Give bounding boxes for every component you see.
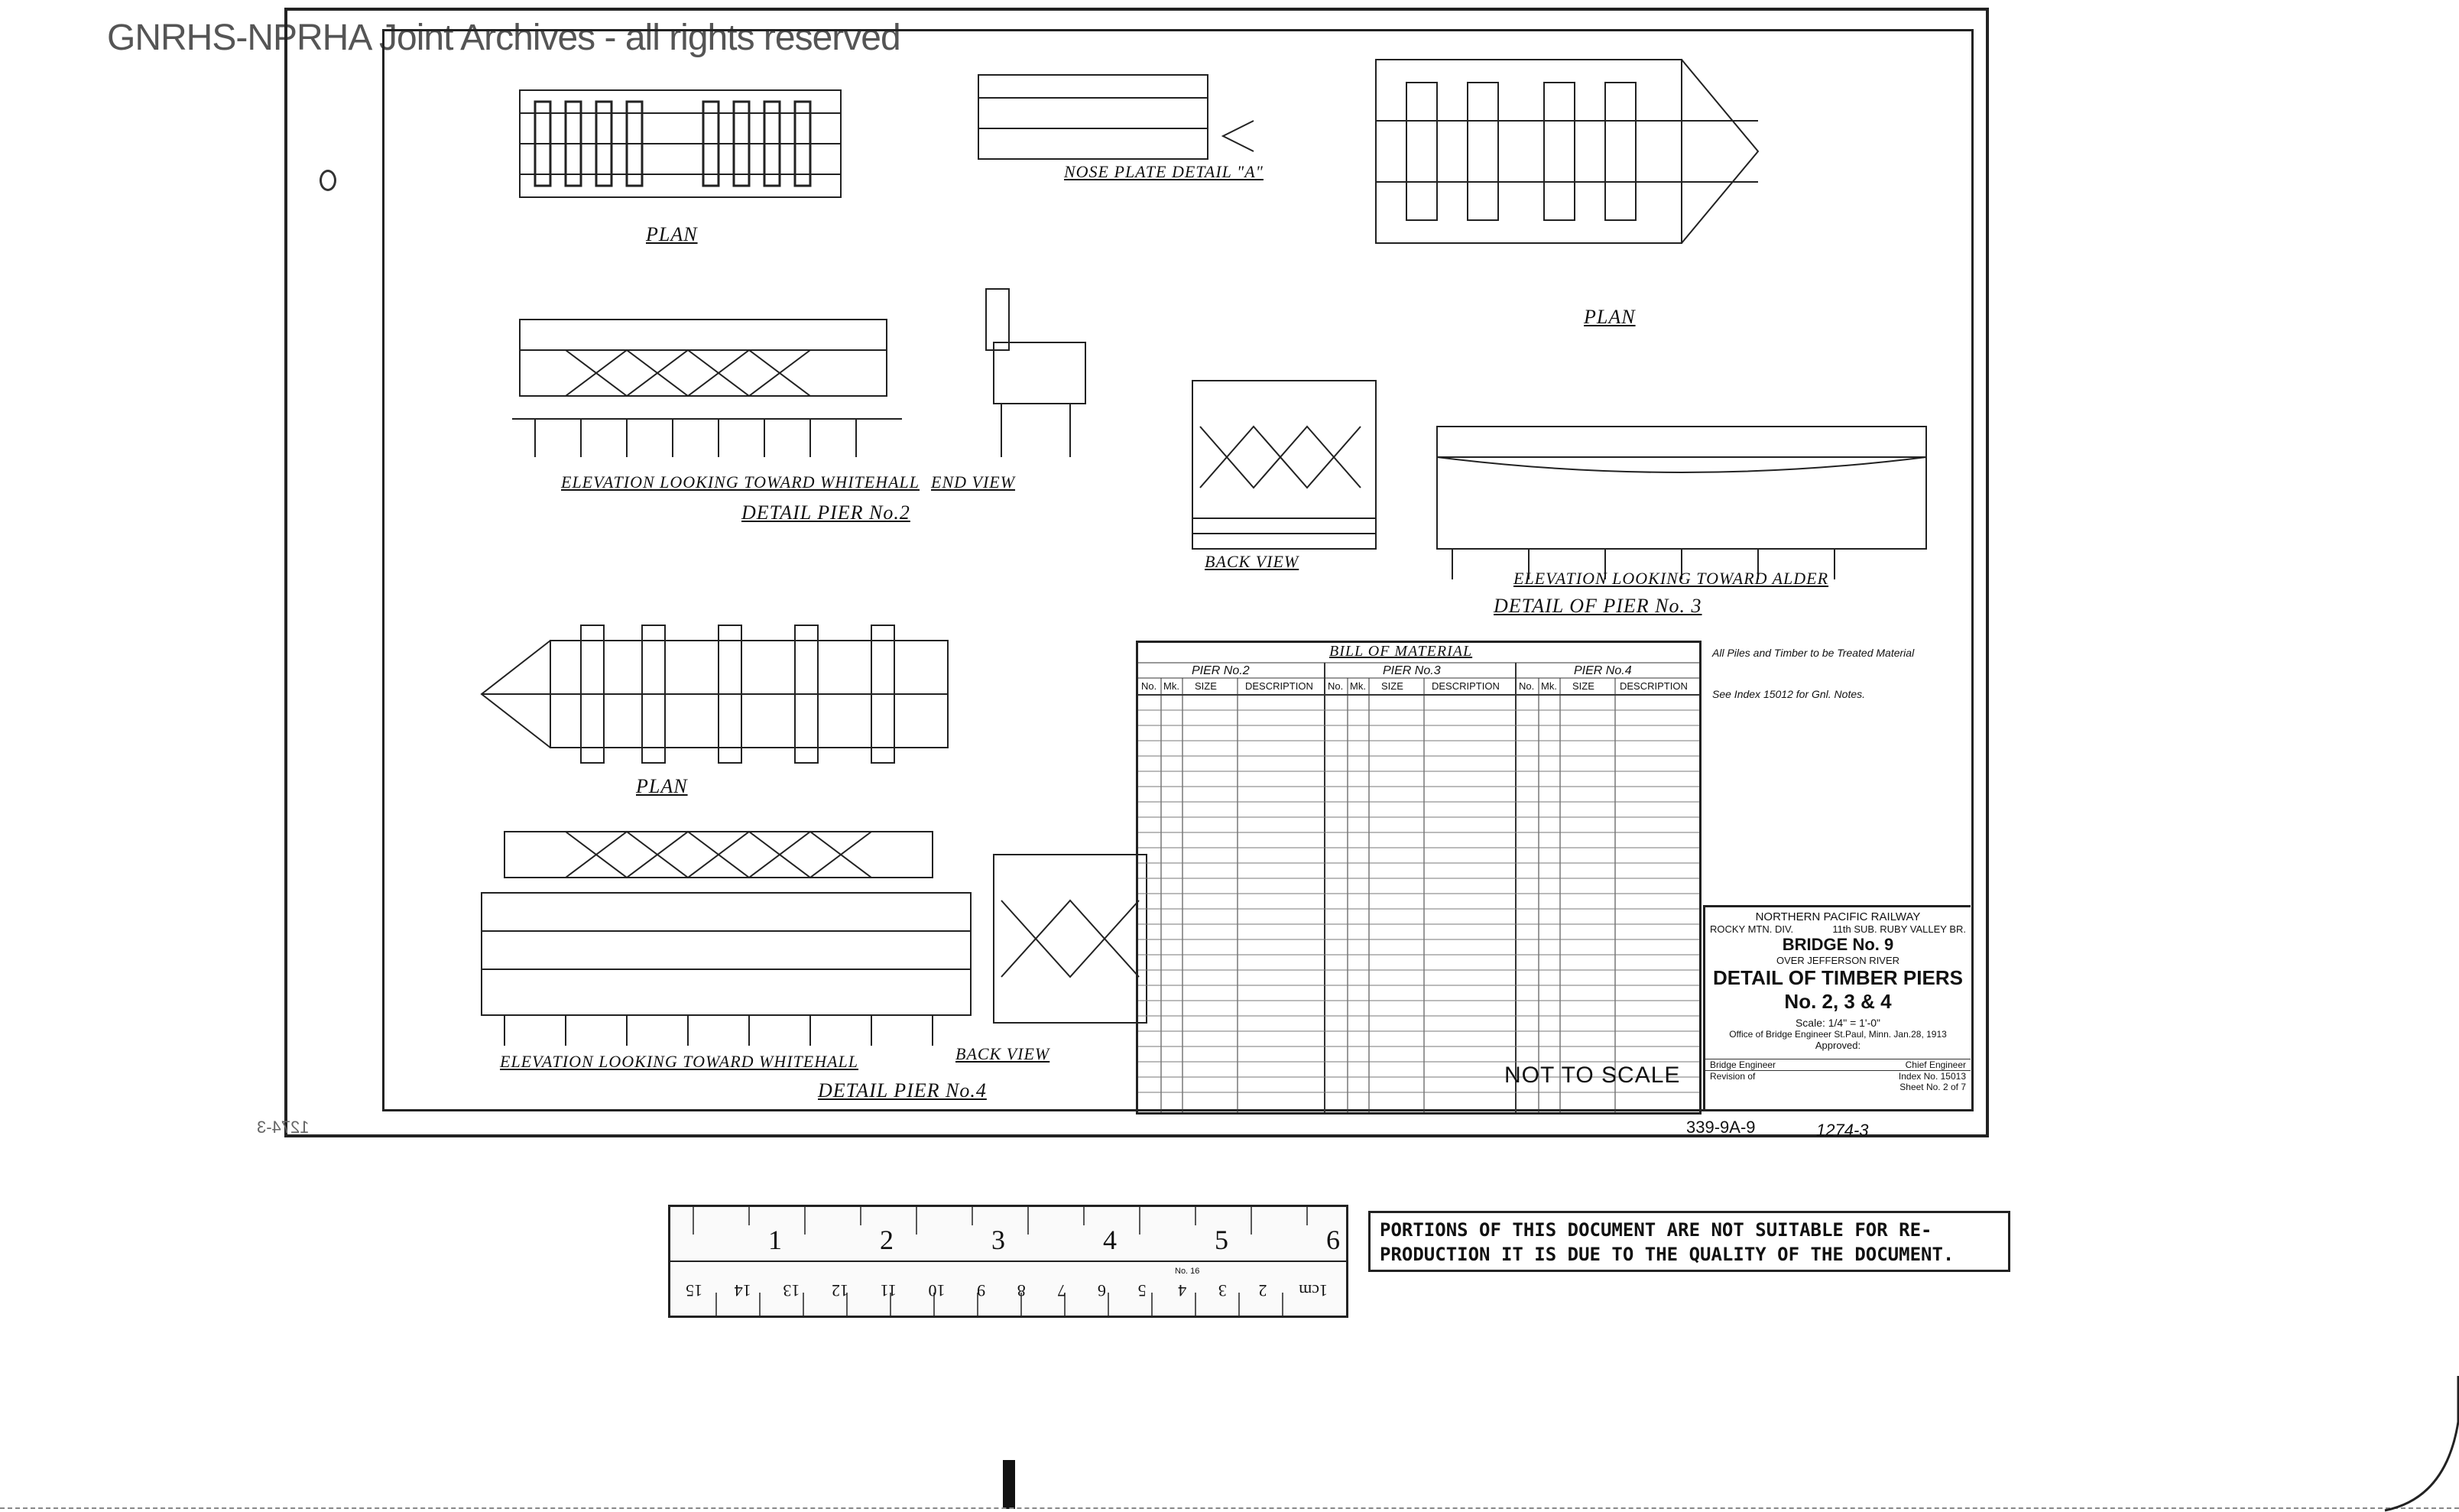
note-treated-material: All Piles and Timber to be Treated Mater… <box>1712 647 1915 659</box>
drawing-number: 339-9A-9 <box>1686 1118 1756 1137</box>
bridge-number: BRIDGE No. 9 <box>1782 935 1894 954</box>
scale-ruler: 1 2 3 4 5 6 No. 16 1cm 2 3 4 5 6 7 8 9 1… <box>668 1205 1348 1318</box>
note-general-notes: See Index 15012 for Gnl. Notes. <box>1712 688 1866 700</box>
detail-pier2-label: DETAIL PIER No.2 <box>741 501 910 524</box>
drawing-title: DETAIL OF TIMBER PIERS <box>1713 966 1963 989</box>
plan-label-pier4: PLAN <box>636 775 688 797</box>
bill-of-material-table: BILL OF MATERIAL PIER No.2 PIER No.3 PIE… <box>1136 641 1702 1115</box>
mirrored-drawing-number: 1274-3 <box>257 1118 310 1137</box>
bom-col-size: SIZE <box>1572 680 1594 692</box>
bom-col-size: SIZE <box>1381 680 1403 692</box>
drawing-piers: No. 2, 3 & 4 <box>1784 990 1892 1013</box>
index-number: Index No. 15013 <box>1898 1071 1966 1082</box>
division: ROCKY MTN. DIV. <box>1710 923 1794 935</box>
bom-col-mk: Mk. <box>1163 680 1179 692</box>
ruler-cm-3: 3 <box>1218 1281 1227 1300</box>
bom-col-description: DESCRIPTION <box>1245 680 1313 692</box>
bom-col-size: SIZE <box>1195 680 1217 692</box>
bom-title: BILL OF MATERIAL <box>1329 643 1473 660</box>
bottom-marker <box>1003 1460 1015 1509</box>
reproduction-quality-stamp: PORTIONS OF THIS DOCUMENT ARE NOT SUITAB… <box>1368 1211 2010 1272</box>
detail-pier3-label: DETAIL OF PIER No. 3 <box>1494 595 1702 617</box>
binder-hole-icon <box>320 170 336 191</box>
elevation-label-pier2: ELEVATION LOOKING TOWARD WHITEHALL <box>561 472 920 492</box>
bom-group-pier2: PIER No.2 <box>1192 664 1250 677</box>
ruler-cm-9: 9 <box>977 1281 986 1300</box>
bom-group-pier3: PIER No.3 <box>1383 664 1441 677</box>
bom-group-pier4: PIER No.4 <box>1574 664 1632 677</box>
bom-col-no: No. <box>1519 680 1535 692</box>
back-view-label-pier4: BACK VIEW <box>955 1044 1050 1063</box>
engineering-drawing-linework <box>480 59 1927 1046</box>
detail-pier4-label: DETAIL PIER No.4 <box>818 1079 987 1102</box>
not-to-scale-stamp: NOT TO SCALE <box>1504 1063 1681 1088</box>
bom-col-mk: Mk. <box>1350 680 1366 692</box>
bom-col-no: No. <box>1141 680 1157 692</box>
ruler-cm-15: 15 <box>686 1281 703 1300</box>
drawing-inner-border <box>382 29 1974 1111</box>
division-line: ROCKY MTN. DIV. 11th SUB. RUBY VALLEY BR… <box>1705 923 1971 935</box>
ruler-cm-12: 12 <box>832 1281 849 1300</box>
ruler-cm-11: 11 <box>880 1281 897 1300</box>
ruler-model: No. 16 <box>1175 1267 1200 1276</box>
elevation-label-pier4: ELEVATION LOOKING TOWARD WHITEHALL <box>500 1052 859 1071</box>
drawing-number-secondary: 1274-3 <box>1816 1121 1869 1140</box>
revision-of: Revision of <box>1710 1071 1756 1082</box>
end-view-label: END VIEW <box>931 472 1016 492</box>
ruler-cm-2: 2 <box>1258 1281 1267 1300</box>
title-block: NORTHERN PACIFIC RAILWAY ROCKY MTN. DIV.… <box>1703 905 1971 1111</box>
ruler-cm-14: 14 <box>734 1281 751 1300</box>
plan-label-pier3: PLAN <box>1584 306 1636 328</box>
elevation-label-pier3: ELEVATION LOOKING TOWARD ALDER <box>1513 569 1829 588</box>
ruler-cm-4: 4 <box>1178 1281 1187 1300</box>
bom-col-no: No. <box>1328 680 1344 692</box>
ruler-cm-6: 6 <box>1097 1281 1106 1300</box>
approved-line: Approved: <box>1815 1040 1861 1051</box>
chief-engineer: Chief Engineer <box>1905 1059 1966 1070</box>
ruler-cm-13: 13 <box>783 1281 800 1300</box>
ruler-cm-7: 7 <box>1057 1281 1066 1300</box>
ruler-cm-1: 1cm <box>1299 1281 1328 1300</box>
signature-line: Bridge Engineer Chief Engineer <box>1705 1059 1971 1070</box>
ruler-inch-1: 1 <box>768 1225 782 1255</box>
ruler-inch-2: 2 <box>880 1225 894 1255</box>
bom-grid <box>1138 662 1699 1112</box>
stamp-line-1: PORTIONS OF THIS DOCUMENT ARE NOT SUITAB… <box>1380 1219 1932 1241</box>
ruler-inch-4: 4 <box>1103 1225 1117 1255</box>
ruler-cm-scale: 1cm 2 3 4 5 6 7 8 9 10 11 12 13 14 15 <box>686 1280 1328 1300</box>
ruler-cm-8: 8 <box>1017 1281 1026 1300</box>
bom-col-description: DESCRIPTION <box>1432 680 1500 692</box>
nose-plate-label: NOSE PLATE DETAIL "A" <box>1064 162 1264 181</box>
watermark-text: GNRHS-NPRHA Joint Archives - all rights … <box>107 18 901 58</box>
ruler-cm-5: 5 <box>1137 1281 1147 1300</box>
drawing-scale: Scale: 1/4" = 1'-0" <box>1795 1017 1881 1029</box>
ruler-ticks <box>670 1207 1346 1316</box>
office-line: Office of Bridge Engineer St.Paul, Minn.… <box>1729 1029 1947 1040</box>
bridge-over: OVER JEFFERSON RIVER <box>1776 955 1900 966</box>
bom-col-description: DESCRIPTION <box>1620 680 1688 692</box>
stamp-line-2: PRODUCTION IT IS DUE TO THE QUALITY OF T… <box>1380 1244 1955 1265</box>
back-view-label-pier3: BACK VIEW <box>1205 552 1299 571</box>
bom-col-mk: Mk. <box>1541 680 1557 692</box>
railway-name: NORTHERN PACIFIC RAILWAY <box>1755 910 1921 923</box>
ruler-inch-3: 3 <box>991 1225 1005 1255</box>
ruler-inch-5: 5 <box>1215 1225 1228 1255</box>
scan-bottom-edge <box>0 1507 2459 1510</box>
drawing-sheet-border <box>284 8 1989 1137</box>
plan-label-pier2: PLAN <box>646 223 698 245</box>
sheet-number: Sheet No. 2 of 7 <box>1899 1082 1966 1092</box>
revision-line: Revision of Index No. 15013 <box>1705 1070 1971 1082</box>
subdivision: 11th SUB. RUBY VALLEY BR. <box>1832 923 1966 935</box>
page-curl-icon <box>2384 1376 2459 1512</box>
ruler-cm-10: 10 <box>928 1281 946 1300</box>
ruler-inch-6: 6 <box>1326 1225 1340 1255</box>
bridge-engineer: Bridge Engineer <box>1710 1059 1776 1070</box>
